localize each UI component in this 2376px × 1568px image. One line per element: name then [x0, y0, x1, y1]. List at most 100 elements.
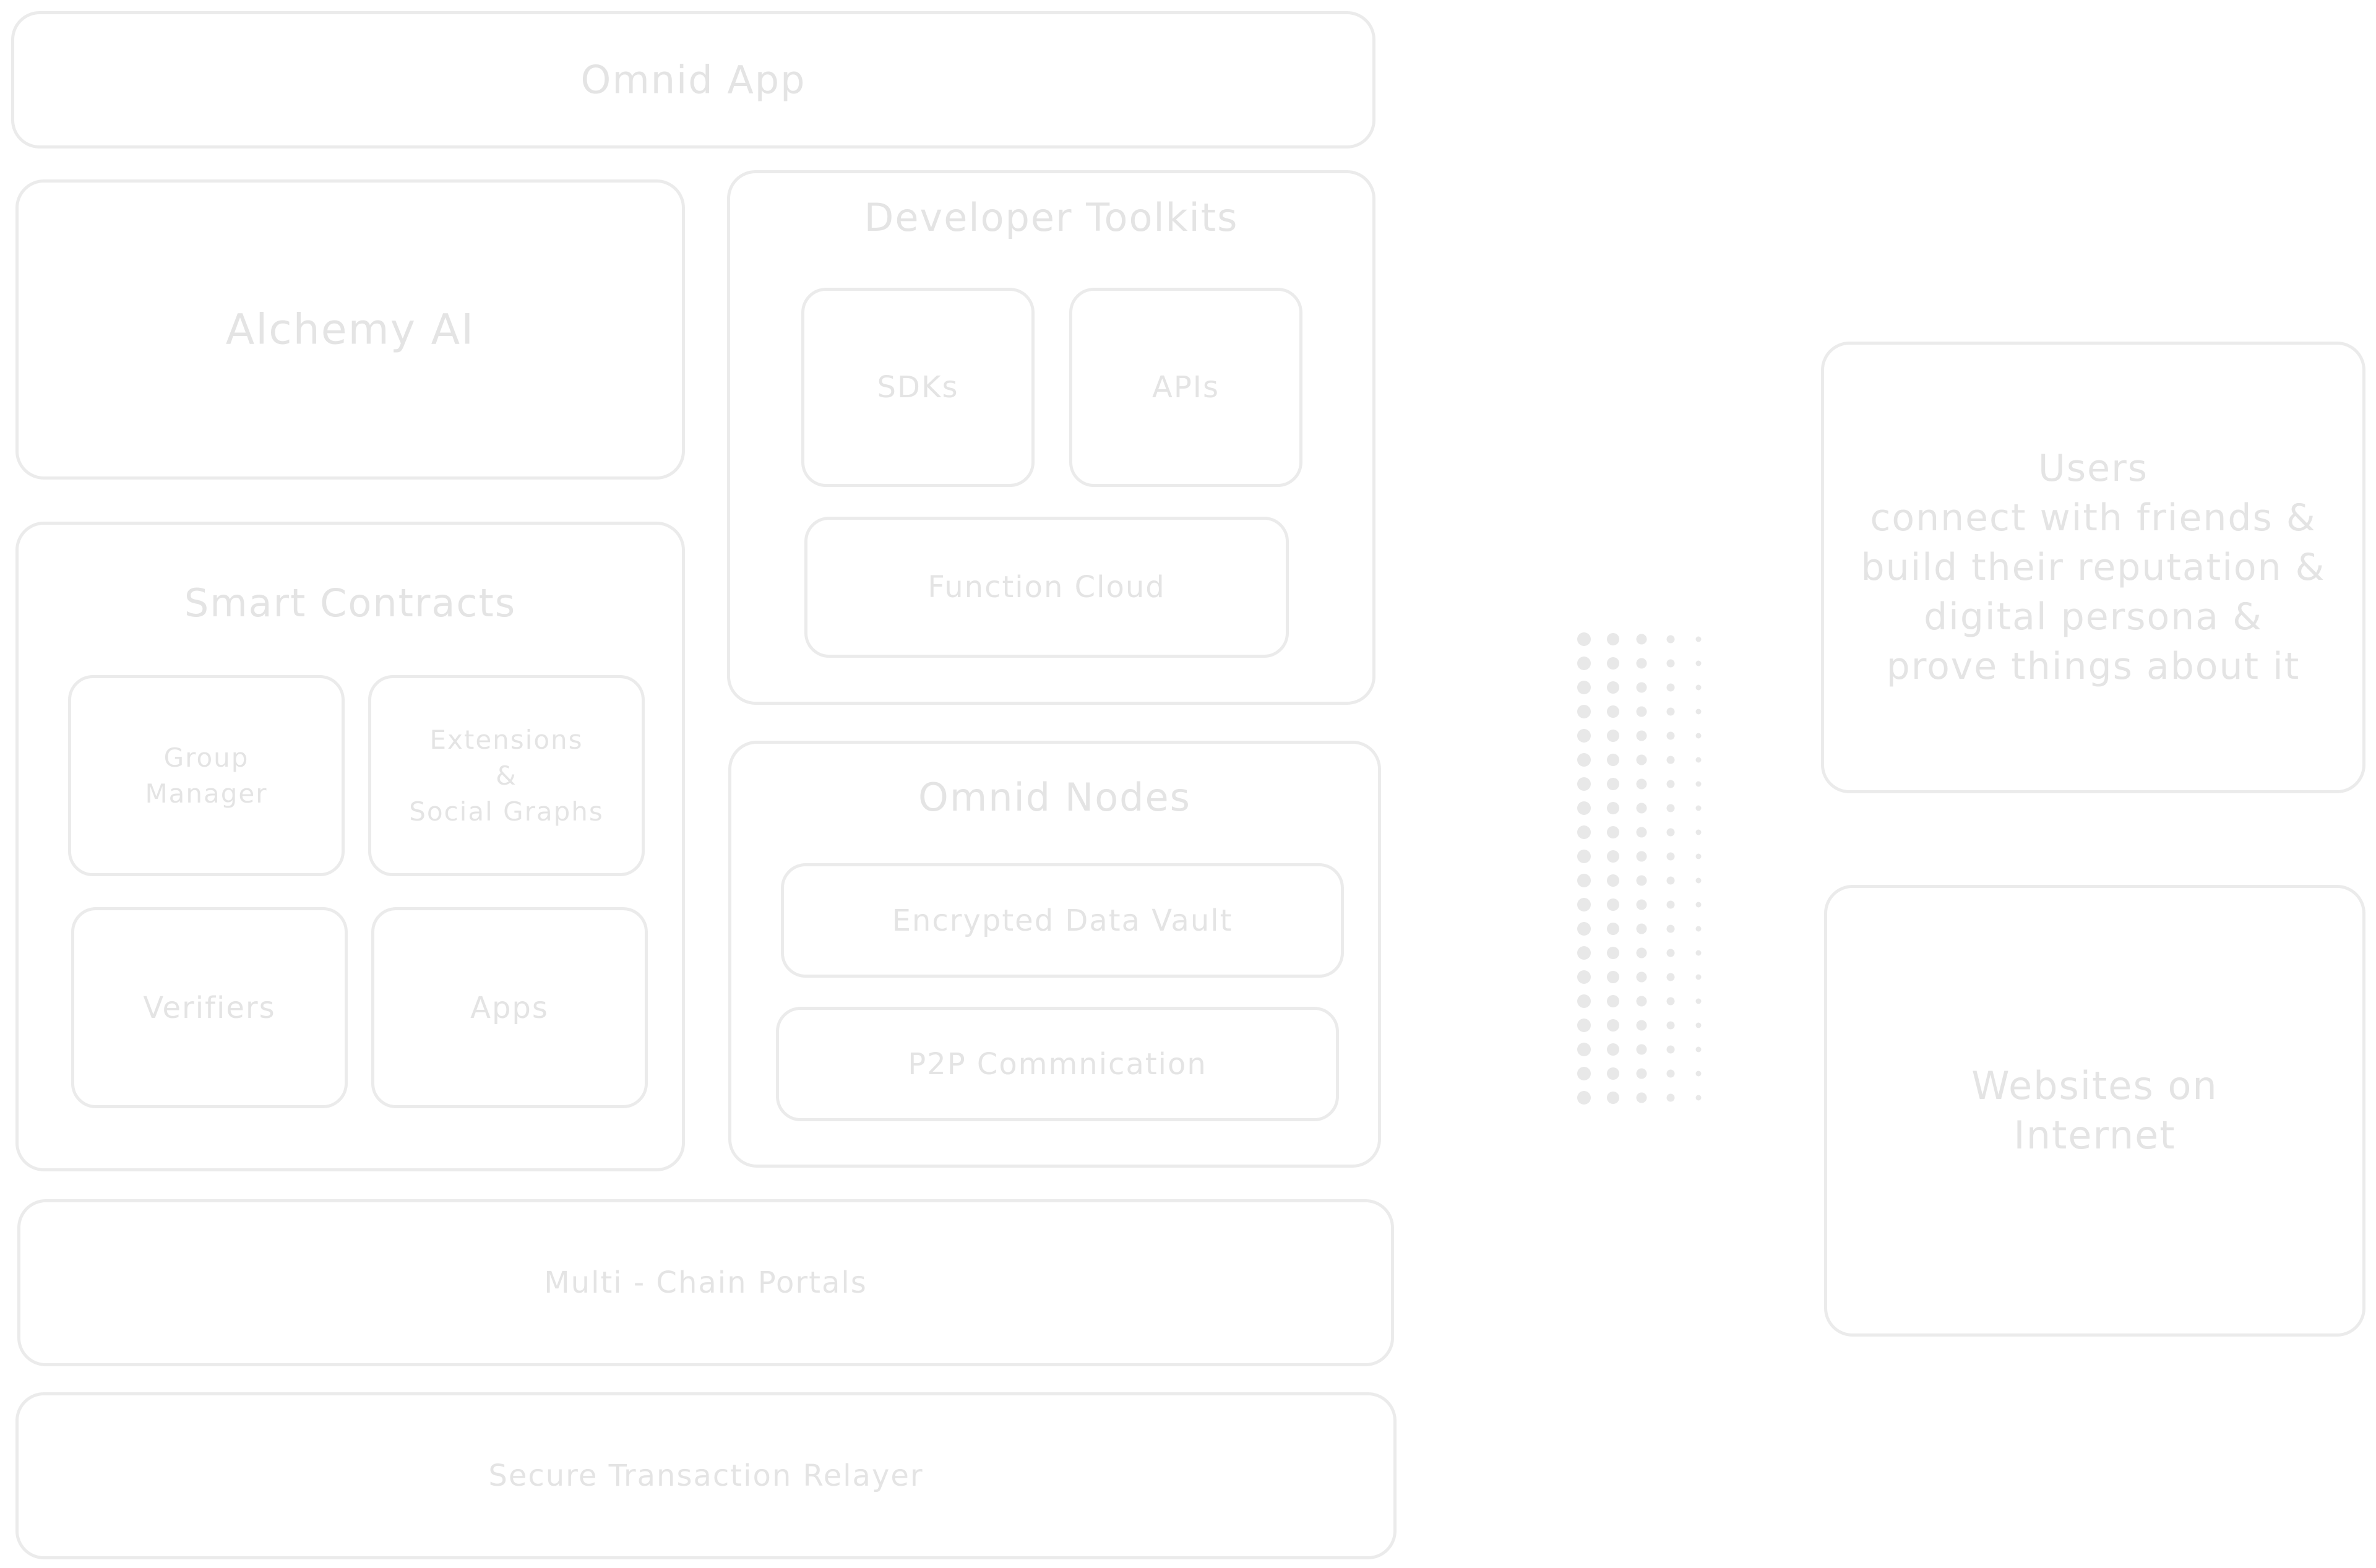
- decor-dot: [1607, 898, 1619, 911]
- decor-dot: [1636, 634, 1647, 645]
- decor-dot: [1636, 778, 1647, 790]
- apis-box: APIs: [1069, 288, 1302, 487]
- decor-dot: [1636, 971, 1647, 983]
- group-manager-label: Group Manager: [145, 742, 268, 809]
- decor-dot: [1666, 659, 1675, 668]
- decor-dot: [1607, 802, 1619, 814]
- decor-dot: [1636, 1044, 1647, 1055]
- p2p-box: P2P Commnication: [776, 1007, 1339, 1121]
- decor-dot: [1695, 757, 1702, 763]
- decor-dot: [1695, 684, 1702, 691]
- decor-dot: [1636, 851, 1647, 862]
- decor-dot: [1666, 1093, 1675, 1102]
- decor-dot: [1636, 1092, 1647, 1103]
- decor-dot: [1577, 898, 1591, 911]
- decor-dot: [1666, 635, 1675, 644]
- decor-dot: [1607, 947, 1619, 959]
- decor-dot: [1636, 923, 1647, 934]
- decor-dot: [1636, 706, 1647, 717]
- decor-dot: [1636, 996, 1647, 1007]
- decor-dot: [1577, 970, 1591, 984]
- decor-dot: [1666, 756, 1675, 764]
- decor-dot: [1666, 780, 1675, 788]
- decor-dot: [1607, 1019, 1619, 1032]
- users-label: Users connect with friends & build their…: [1861, 447, 2326, 688]
- decor-dot: [1607, 923, 1619, 935]
- function-cloud-label: Function Cloud: [928, 570, 1166, 605]
- decor-dot: [1666, 1021, 1675, 1030]
- decor-dot: [1695, 1046, 1702, 1053]
- decor-dot: [1577, 705, 1591, 718]
- decor-dot: [1666, 949, 1675, 957]
- decor-dot: [1577, 777, 1591, 791]
- decor-dot: [1607, 657, 1619, 670]
- omnid-nodes-title: Omnid Nodes: [918, 775, 1191, 820]
- decor-dot: [1607, 1043, 1619, 1056]
- decor-dot: [1607, 850, 1619, 863]
- decor-dot: [1607, 826, 1619, 838]
- decor-dot: [1666, 852, 1675, 861]
- multi-chain-portals-box: Multi - Chain Portals: [17, 1199, 1394, 1366]
- decor-dot: [1636, 754, 1647, 765]
- secure-transaction-relayer-box: Secure Transaction Relayer: [15, 1392, 1397, 1559]
- omnid-nodes-box: Omnid Nodes Encrypted Data Vault P2P Com…: [728, 741, 1381, 1168]
- verifiers-label: Verifiers: [143, 990, 276, 1025]
- p2p-label: P2P Commnication: [908, 1046, 1207, 1082]
- decor-dot: [1695, 709, 1702, 715]
- extensions-label: Extensions & Social Graphs: [409, 724, 604, 827]
- decor-dot: [1577, 994, 1591, 1008]
- group-manager-box: Group Manager: [68, 675, 345, 876]
- decor-dot: [1577, 850, 1591, 863]
- decor-dot: [1695, 998, 1702, 1004]
- decor-dot: [1695, 1095, 1702, 1101]
- decor-dot: [1607, 681, 1619, 694]
- decor-dot: [1695, 733, 1702, 739]
- sdks-box: SDKs: [801, 288, 1035, 487]
- alchemy-ai-label: Alchemy AI: [225, 305, 475, 354]
- decor-dot: [1695, 950, 1702, 956]
- decor-dot: [1666, 997, 1675, 1006]
- secure-transaction-relayer-label: Secure Transaction Relayer: [488, 1458, 924, 1493]
- decor-dot: [1666, 828, 1675, 837]
- decor-dot: [1577, 1043, 1591, 1056]
- extensions-box: Extensions & Social Graphs: [368, 675, 645, 876]
- decor-dot: [1636, 1020, 1647, 1031]
- apps-box: Apps: [371, 907, 648, 1108]
- decor-dot: [1695, 805, 1702, 811]
- decor-dot: [1695, 1070, 1702, 1077]
- websites-box: Websites on Internet: [1824, 885, 2365, 1337]
- decor-dot: [1666, 1045, 1675, 1054]
- data-vault-label: Encrypted Data Vault: [892, 903, 1233, 938]
- developer-toolkits-title: Developer Toolkits: [864, 195, 1239, 240]
- decor-dot: [1577, 729, 1591, 743]
- decor-dot: [1607, 633, 1619, 645]
- decor-dot: [1666, 804, 1675, 812]
- decor-dot: [1636, 682, 1647, 693]
- decor-dot: [1577, 657, 1591, 670]
- smart-contracts-box: Smart Contracts Group Manager Extensions…: [15, 522, 685, 1171]
- decor-dot: [1636, 875, 1647, 886]
- dot-pattern: [1577, 632, 1702, 1105]
- decor-dot: [1636, 899, 1647, 910]
- decor-dot: [1607, 874, 1619, 887]
- multi-chain-portals-label: Multi - Chain Portals: [544, 1265, 867, 1300]
- decor-dot: [1695, 781, 1702, 787]
- decor-dot: [1607, 730, 1619, 742]
- smart-contracts-title: Smart Contracts: [184, 580, 517, 626]
- decor-dot: [1666, 973, 1675, 981]
- verifiers-box: Verifiers: [71, 907, 348, 1108]
- decor-dot: [1636, 658, 1647, 669]
- data-vault-box: Encrypted Data Vault: [781, 863, 1344, 978]
- decor-dot: [1695, 660, 1702, 666]
- decor-dot: [1607, 971, 1619, 983]
- decor-dot: [1577, 1091, 1591, 1105]
- decor-dot: [1695, 877, 1702, 884]
- omnid-app-box: Omnid App: [11, 11, 1375, 149]
- decor-dot: [1577, 801, 1591, 815]
- decor-dot: [1577, 753, 1591, 767]
- developer-toolkits-box: Developer Toolkits SDKs APIs Function Cl…: [727, 170, 1375, 705]
- decor-dot: [1666, 924, 1675, 933]
- decor-dot: [1695, 1022, 1702, 1028]
- decor-dot: [1607, 754, 1619, 766]
